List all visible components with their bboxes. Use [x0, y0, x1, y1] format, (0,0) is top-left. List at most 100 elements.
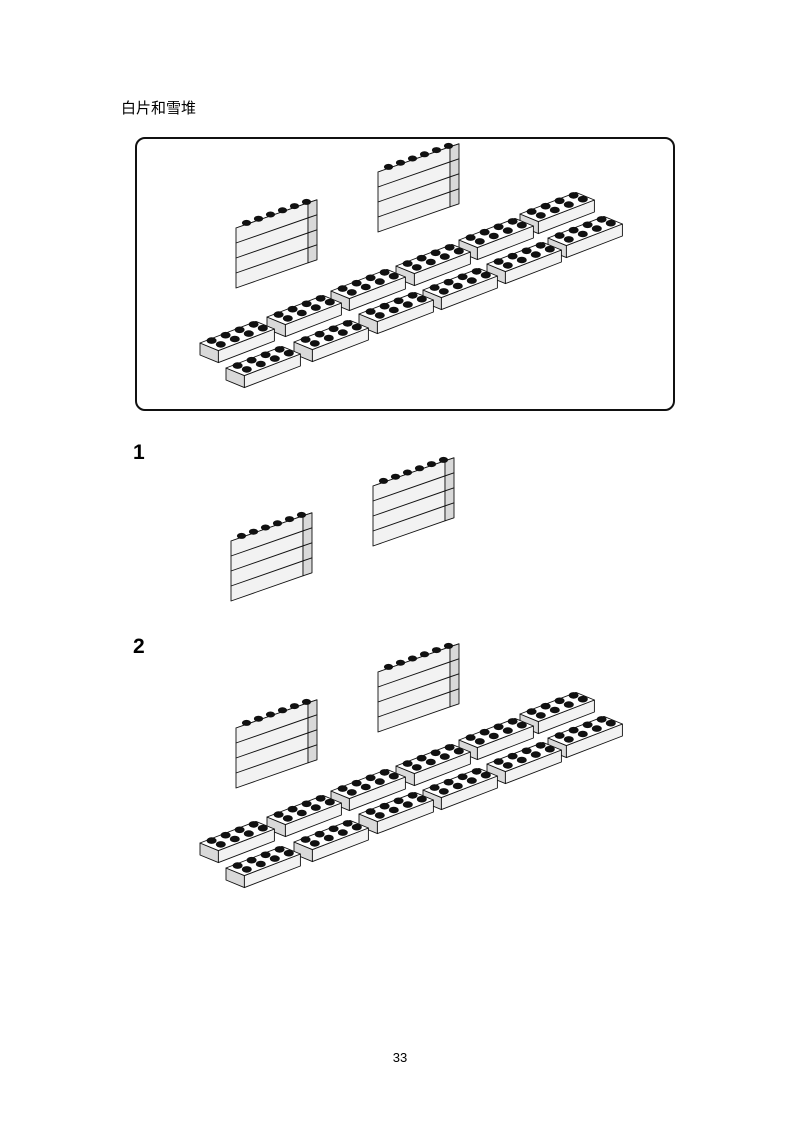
- stud: [378, 477, 389, 484]
- stud: [521, 247, 532, 255]
- stud: [416, 795, 427, 803]
- stud: [232, 862, 243, 869]
- right-wall: [372, 456, 455, 547]
- step-1-number: 1: [133, 441, 145, 464]
- stud: [414, 465, 425, 472]
- stud: [466, 777, 477, 784]
- stud: [323, 834, 334, 842]
- stud: [416, 254, 427, 262]
- stud: [206, 837, 217, 844]
- stud: [296, 511, 307, 518]
- stud: [383, 663, 394, 670]
- stud: [337, 785, 348, 792]
- stud: [274, 346, 285, 353]
- stud: [388, 272, 399, 280]
- stud: [535, 712, 546, 719]
- stud: [374, 812, 385, 819]
- stud: [563, 236, 574, 243]
- stud: [374, 312, 385, 319]
- wall-brick-seam: [235, 244, 318, 274]
- stud: [346, 789, 357, 796]
- stud: [453, 747, 464, 755]
- right-wall: [377, 142, 460, 233]
- stud: [315, 795, 326, 802]
- stud: [554, 232, 565, 239]
- stud: [430, 249, 441, 257]
- wall-brick-seam: [377, 158, 460, 188]
- stud: [248, 528, 259, 535]
- wall-brick-seam: [235, 214, 318, 244]
- stud: [379, 269, 390, 276]
- flat-brick-2x4: [358, 791, 434, 835]
- stud: [273, 311, 284, 318]
- stud: [289, 203, 300, 210]
- stud: [526, 208, 537, 215]
- stud: [407, 292, 418, 299]
- stud: [342, 320, 353, 327]
- stud: [605, 219, 616, 227]
- flat-brick-2x4: [422, 767, 498, 811]
- stud: [301, 800, 312, 808]
- stud: [365, 808, 376, 815]
- wall-brick-seam: [377, 688, 460, 718]
- wall-brick-seam: [235, 729, 318, 759]
- stud: [438, 288, 449, 295]
- wall-brick-seam: [377, 173, 460, 203]
- stud: [248, 821, 259, 828]
- right-wall: [377, 642, 460, 733]
- stud: [269, 355, 280, 362]
- wall-brick-seam: [235, 229, 318, 259]
- stud: [284, 516, 295, 523]
- stud: [351, 323, 362, 331]
- stud: [215, 841, 226, 848]
- flat-brick-2x4: [458, 717, 534, 761]
- stud: [206, 337, 217, 344]
- stud: [274, 846, 285, 853]
- stud: [430, 749, 441, 757]
- flat-brick-2x4: [358, 291, 434, 335]
- flat-brick-2x4: [266, 294, 342, 338]
- flat-brick-2x4: [225, 345, 301, 389]
- stud: [425, 758, 436, 766]
- stud: [296, 809, 307, 817]
- stud: [300, 336, 311, 343]
- stud: [563, 701, 574, 708]
- step-2-number: 2: [133, 635, 145, 658]
- flat-brick-2x4: [395, 743, 471, 787]
- stud: [493, 258, 504, 265]
- stud: [282, 315, 293, 322]
- stud: [540, 202, 551, 210]
- stud: [563, 201, 574, 208]
- left-wall: [235, 198, 318, 289]
- flat-brick-2x4: [199, 820, 275, 864]
- left-wall: [230, 511, 313, 602]
- stud: [241, 719, 252, 726]
- stud: [351, 779, 362, 787]
- stud: [488, 732, 499, 740]
- stud: [540, 702, 551, 710]
- stud: [314, 830, 325, 838]
- stud: [577, 230, 588, 238]
- stud: [444, 744, 455, 751]
- stud: [309, 840, 320, 847]
- stud: [591, 225, 602, 232]
- wall-brick-seam: [372, 487, 455, 517]
- stud: [443, 278, 454, 286]
- wall-brick-seam: [377, 188, 460, 218]
- stud: [310, 304, 321, 311]
- stud: [535, 242, 546, 249]
- stud: [246, 856, 257, 864]
- stud: [379, 769, 390, 776]
- stud: [516, 256, 527, 264]
- overview-frame: [135, 137, 675, 411]
- stud: [471, 268, 482, 275]
- stud: [383, 163, 394, 170]
- stud: [507, 752, 518, 760]
- stud: [265, 211, 276, 218]
- stud: [255, 360, 266, 368]
- stud: [365, 774, 376, 782]
- stud: [443, 778, 454, 786]
- stud: [443, 642, 454, 649]
- flat-brick-2x4: [199, 320, 275, 364]
- stud: [310, 804, 321, 811]
